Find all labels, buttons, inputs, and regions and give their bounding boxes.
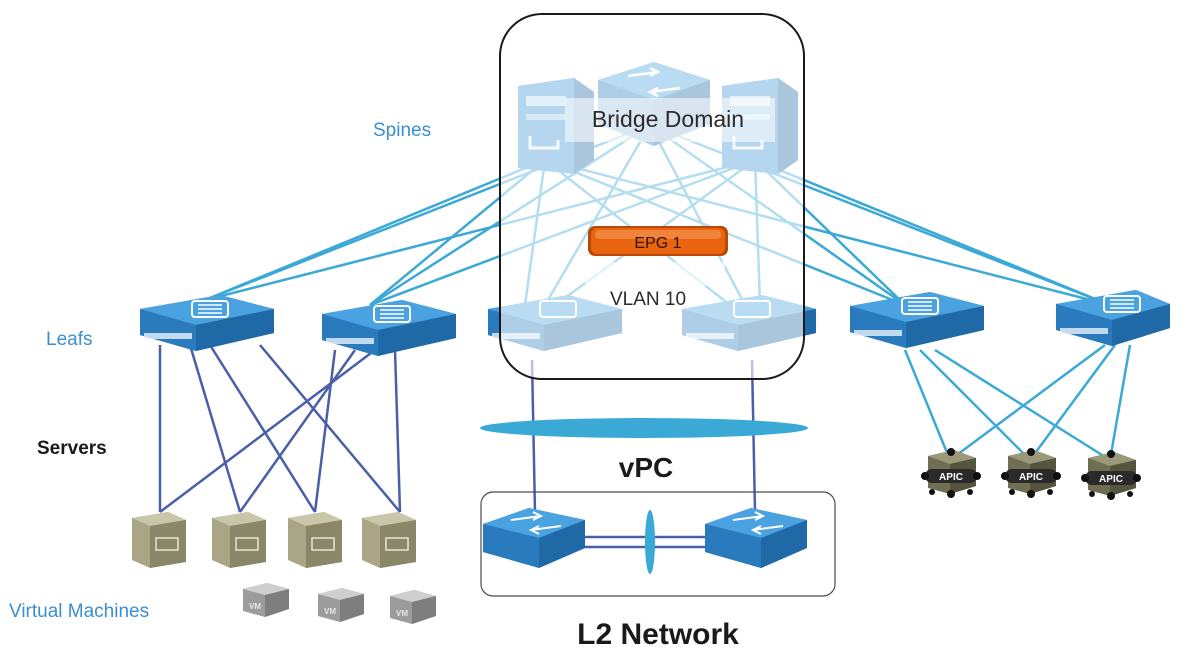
l2-network-label: L2 Network [577,618,739,649]
apic-label: APIC [939,472,963,483]
vm-label: VM [324,607,336,616]
apic-label: APIC [1019,472,1043,483]
vm-1: VM [243,583,289,617]
leafs-label: Leafs [46,329,92,350]
spines-label: Spines [373,120,431,141]
epg-label: EPG 1 [634,235,681,252]
bridge-domain-label: Bridge Domain [592,106,744,132]
bridge-domain-box: Bridge Domain [499,13,805,380]
epg-badge: EPG 1 [585,226,728,286]
apic-controller-1: APIC [921,448,981,498]
vpc-label: vPC [619,452,673,483]
leaf-l2-links [530,359,757,513]
l2-switch-right [705,508,807,568]
apic-controller-2: APIC [1001,448,1061,498]
l2-switch-left [483,508,585,568]
vm-label: VM [249,602,261,611]
leaf-switch-5 [850,292,984,348]
leaf-switch-1 [140,295,274,351]
l2-network-box [480,491,836,597]
leaf-server-links [158,344,402,513]
server-3 [288,512,342,568]
leaf-switch-2 [322,300,456,356]
server-1 [132,512,186,568]
l2-peer-link-ellipse [645,510,655,574]
virtual-machines-label: Virtual Machines [9,601,149,622]
apic-label: APIC [1099,474,1123,485]
vm-2: VM [318,588,364,622]
vlan-label: VLAN 10 [610,289,686,310]
server-2 [212,512,266,568]
leaf-apic-links [903,343,1132,462]
vpc-ellipse [480,418,808,438]
apic-controller-3: APIC [1081,450,1141,500]
vm-3: VM [390,590,436,624]
vm-label: VM [396,609,408,618]
server-4 [362,512,416,568]
l2-peer-link [582,535,708,549]
servers-label: Servers [37,438,107,459]
leaf-switch-6 [1056,290,1170,346]
